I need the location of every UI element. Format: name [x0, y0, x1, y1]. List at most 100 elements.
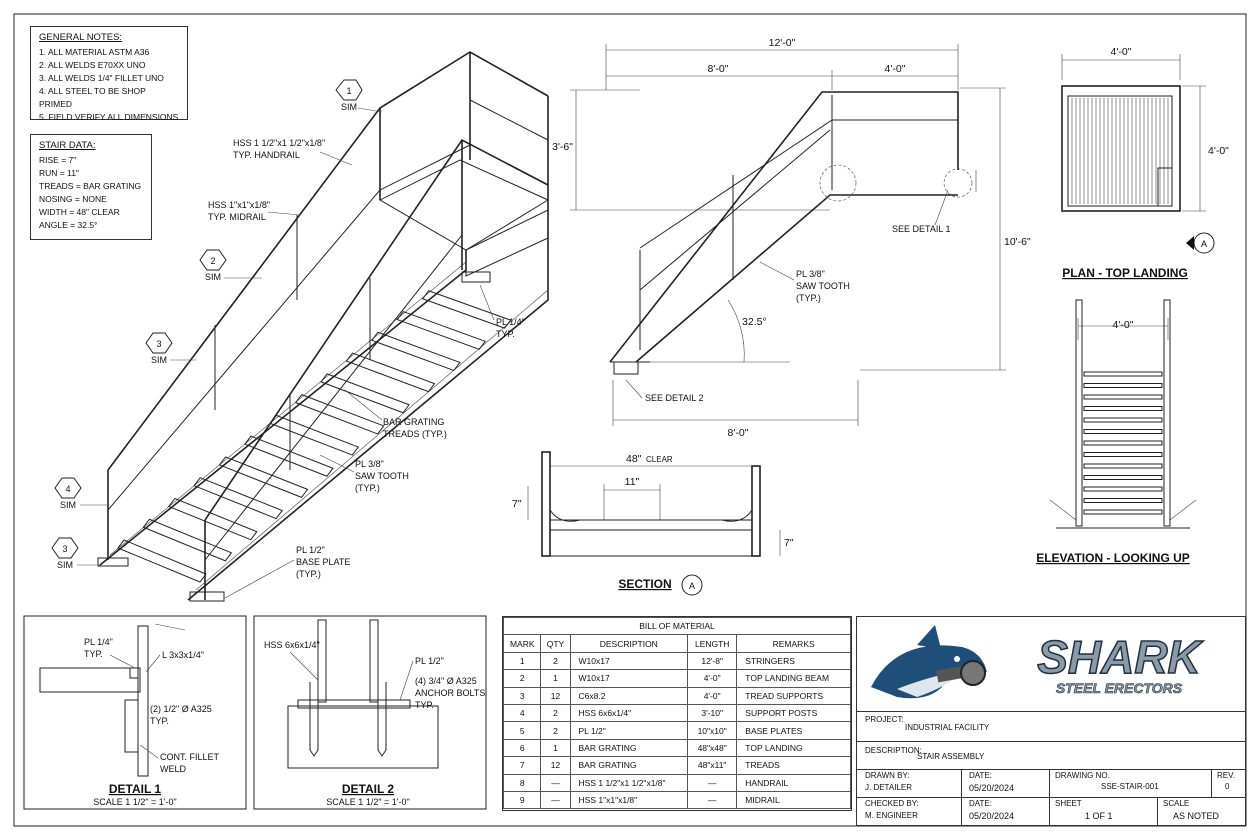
see-detail-1: SEE DETAIL 1	[892, 224, 951, 234]
svg-text:2: 2	[210, 256, 215, 266]
angle-label: 32.5°	[742, 316, 767, 328]
saw-tooth-label: PL 3/8"	[355, 459, 384, 469]
svg-text:SAW TOOTH: SAW TOOTH	[355, 471, 409, 481]
svg-text:1: 1	[346, 86, 351, 96]
dim-right: 4'-0"	[885, 63, 906, 75]
left-handrail	[107, 51, 549, 471]
callout-4: 4 SIM	[54, 477, 108, 510]
detail-2-title: DETAIL 2	[342, 782, 395, 796]
general-notes: GENERAL NOTES: 1. ALL MATERIAL ASTM A36 …	[30, 26, 188, 122]
bom-row: 8—HSS 1 1/2"x1 1/2"x1/8"—HANDRAIL	[502, 773, 851, 792]
dim-total: 12'-0"	[769, 37, 796, 49]
svg-text:CONT. FILLET: CONT. FILLET	[160, 752, 220, 762]
dim-rail: 3'-6"	[552, 141, 573, 153]
logo-sub-text: STEEL ERECTORS	[1056, 680, 1183, 696]
svg-text:SCALE 1 1/2" = 1'-0": SCALE 1 1/2" = 1'-0"	[326, 797, 409, 807]
stair-data: STAIR DATA: RISE = 7" RUN = 11" TREADS =…	[30, 134, 152, 240]
svg-text:SCALE 1 1/2" = 1'-0": SCALE 1 1/2" = 1'-0"	[93, 797, 176, 807]
base-plate-left	[97, 557, 129, 567]
tread	[345, 352, 436, 393]
detail-1: PL 1/4" TYP. L 3x3x1/4" (2) 1/2" Ø A325 …	[23, 615, 247, 810]
logo-area: SHARK STEEL ERECTORS	[857, 617, 1245, 712]
dim-bottom: 8'-0"	[728, 427, 749, 439]
svg-text:BASE PLATE: BASE PLATE	[296, 557, 350, 567]
pl14-label: PL 1/4"	[496, 317, 525, 327]
svg-text:4: 4	[65, 484, 70, 494]
svg-text:3: 3	[156, 339, 161, 349]
logo-main-text: SHARK	[1037, 631, 1203, 683]
midrail-label: HSS 1"x1"x1/8"	[208, 200, 270, 210]
bom-title: BILL OF MATERIAL	[503, 616, 851, 636]
svg-text:CLEAR: CLEAR	[646, 455, 673, 464]
project-row: PROJECT: INDUSTRIAL FACILITY	[857, 711, 1245, 742]
checked-row: CHECKED BY: M. ENGINEER DATE: 05/20/2024…	[857, 797, 1245, 825]
elevation-tread	[1083, 452, 1163, 457]
revision: 0	[1225, 782, 1230, 791]
svg-text:TYP. HANDRAIL: TYP. HANDRAIL	[233, 150, 300, 160]
description-row: DESCRIPTION: STAIR ASSEMBLY	[857, 741, 1245, 770]
svg-text:4'-0": 4'-0"	[1208, 145, 1229, 157]
svg-text:(TYP.): (TYP.)	[796, 293, 821, 303]
svg-text:SIM: SIM	[60, 500, 76, 510]
tread	[320, 373, 410, 414]
svg-text:(TYP.): (TYP.)	[355, 483, 380, 493]
tread	[371, 331, 461, 372]
svg-text:PL 1/4": PL 1/4"	[84, 637, 113, 647]
svg-text:(TYP.): (TYP.)	[296, 569, 321, 579]
sheet-number: 1 OF 1	[1085, 811, 1113, 821]
elevation-tread	[1083, 417, 1163, 423]
drawn-by: J. DETAILER	[865, 783, 912, 792]
date-drawn: 05/20/2024	[969, 783, 1015, 793]
tread	[167, 497, 258, 541]
stair-treads	[117, 290, 512, 583]
elevation-tread	[1083, 486, 1163, 492]
detail-1-title: DETAIL 1	[109, 782, 162, 796]
elevation-tread	[1083, 406, 1163, 411]
section-title: SECTION	[618, 577, 671, 591]
plan-title: PLAN - TOP LANDING	[1062, 266, 1188, 280]
elevation-tread	[1083, 371, 1163, 377]
drawn-row: DRAWN BY: J. DETAILER DATE: 05/20/2024 D…	[857, 769, 1245, 825]
side-elevation: 12'-0" 8'-0" 4'-0" 3'-6" 10'-6" 32.5° SE…	[552, 37, 1031, 439]
shark-logo: SHARK STEEL ERECTORS	[871, 625, 1204, 699]
title-block: SHARK STEEL ERECTORS PROJECT: INDUSTRIAL…	[856, 616, 1246, 826]
svg-text:SIM: SIM	[151, 355, 167, 365]
shark-icon	[871, 625, 987, 699]
svg-text:4'-0": 4'-0"	[1113, 319, 1134, 331]
right-stringer	[187, 210, 549, 601]
bom-table: BILL OF MATERIAL MARK QTY DESCRIPTION LE…	[502, 616, 851, 810]
top-landing	[378, 159, 550, 251]
elevation-tread	[1083, 475, 1163, 480]
base-plate-label: PL 1/2"	[296, 545, 325, 555]
elevation-tread	[1083, 429, 1163, 434]
svg-text:7": 7"	[784, 537, 794, 549]
elevation-looking-up: 4'-0" ELEVATION - LOOKING UP	[1036, 299, 1197, 565]
tread	[218, 456, 309, 498]
right-midrail	[204, 234, 463, 561]
base-plate-right	[189, 591, 225, 602]
tread	[396, 310, 487, 350]
svg-text:4'-0": 4'-0"	[1111, 46, 1132, 58]
description-value: STAIR ASSEMBLY	[917, 752, 985, 761]
tread	[142, 518, 233, 562]
isometric-stair: 1 SIM 2 SIM 3 SIM 4 SIM 3 SIM	[51, 51, 550, 602]
svg-text:ANCHOR BOLTS: ANCHOR BOLTS	[415, 688, 485, 698]
svg-text:TYP.: TYP.	[496, 329, 515, 339]
bom-row: 9—HSS 1"x1"x1/8"—MIDRAIL	[502, 790, 851, 810]
svg-text:SIM: SIM	[205, 272, 221, 282]
date-checked: 05/20/2024	[969, 811, 1015, 821]
detail-2: HSS 6x6x1/4" PL 1/2" (4) 3/4" Ø A325 ANC…	[253, 615, 487, 810]
plan-top-landing: 4'-0" 4'-0" A PLAN - TOP LANDING	[1061, 46, 1229, 280]
tread	[294, 394, 385, 435]
drawing-number: SSE-STAIR-001	[1101, 782, 1159, 791]
left-midrail	[107, 144, 471, 511]
see-detail-2: SEE DETAIL 2	[645, 393, 704, 403]
